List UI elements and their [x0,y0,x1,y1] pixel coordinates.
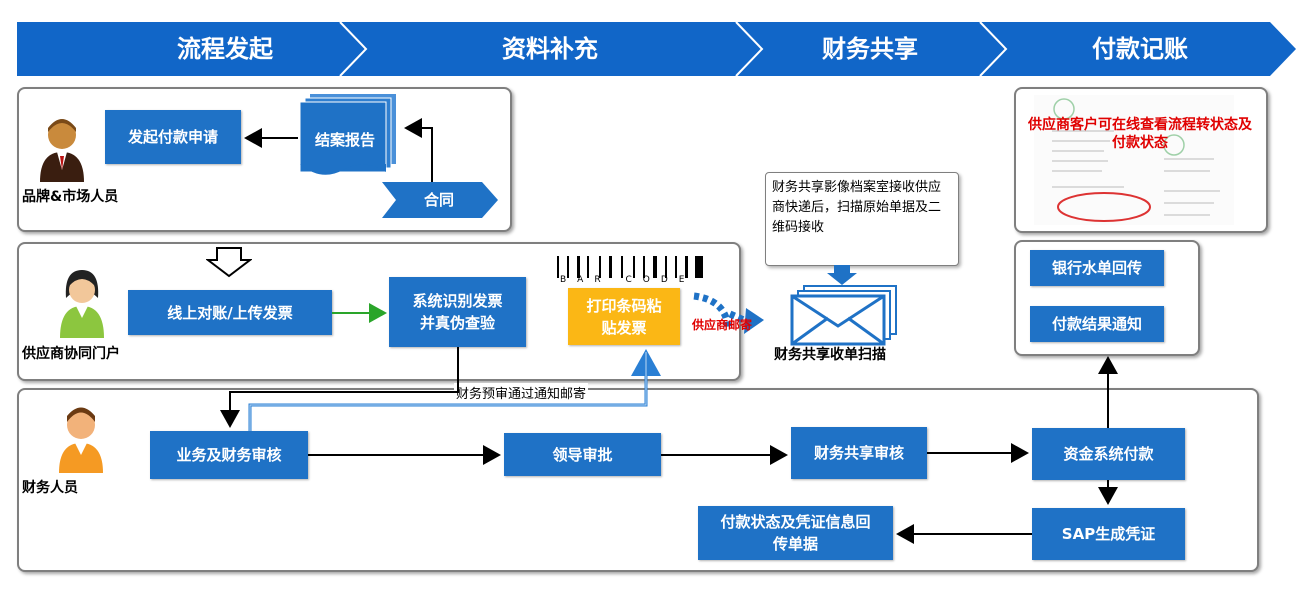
online-reconcile-box[interactable]: 线上对账/上传发票 [128,290,332,335]
person-icon [59,407,103,473]
business-finance-review-box[interactable]: 业务及财务审核 [150,431,308,479]
contract-box[interactable]: 合同 [423,191,454,209]
down-arrow-icon [206,247,252,278]
status-return-box[interactable]: 付款状态及凭证信息回传单据 [698,506,893,560]
fund-payment-box[interactable]: 资金系统付款 [1032,428,1185,480]
document-icon [299,94,396,175]
shared-review-box[interactable]: 财务共享审核 [791,427,927,479]
leader-approval-box[interactable]: 领导审批 [504,433,661,476]
shared-scan-label: 财务共享收单扫描 [774,347,886,363]
stage-accounting: 付款记账 [1092,35,1188,63]
barcode-icon [557,256,703,278]
envelope-stack-icon [790,285,897,346]
bank-receipt-box[interactable]: 银行水单回传 [1030,250,1164,286]
archive-note-text: 财务共享影像档案室接收供应商快递后，扫描原始单据及二维码接收 [772,180,942,235]
barcode-caption: BAR CODE [560,275,696,285]
archive-note-box [765,172,959,266]
print-barcode-box[interactable]: 打印条码粘贴发票 [568,288,680,345]
role-finance: 财务人员 [22,480,78,496]
role-brand: 品牌&市场人员 [22,189,119,205]
person-icon [40,119,84,182]
online-status-note: 供应商客户可在线查看流程转状态及付款状态 [1028,117,1252,151]
stage-banner [17,21,1296,77]
payment-notice-box[interactable]: 付款结果通知 [1030,306,1164,342]
person-icon [60,270,104,338]
stage-supplement: 资料补充 [502,35,598,63]
initiate-payment-box[interactable]: 发起付款申请 [105,110,241,164]
role-supplier: 供应商协同门户 [22,346,120,362]
system-identify-box[interactable]: 系统识别发票并真伪查验 [389,277,526,347]
document-icon [1034,95,1234,225]
pre-review-mail-label: 财务预审通过通知邮寄 [454,383,589,402]
down-arrow-icon [827,265,857,285]
stage-initiate: 流程发起 [177,35,273,63]
supplier-mail-label: 供应商邮寄 [692,318,753,332]
contract-banner-shape [382,182,498,218]
mail-dashed-arrow [693,292,764,334]
stage-shared: 财务共享 [822,35,918,63]
sap-voucher-box[interactable]: SAP生成凭证 [1032,508,1185,560]
settlement-report-box[interactable]: 结案报告 [314,131,375,149]
